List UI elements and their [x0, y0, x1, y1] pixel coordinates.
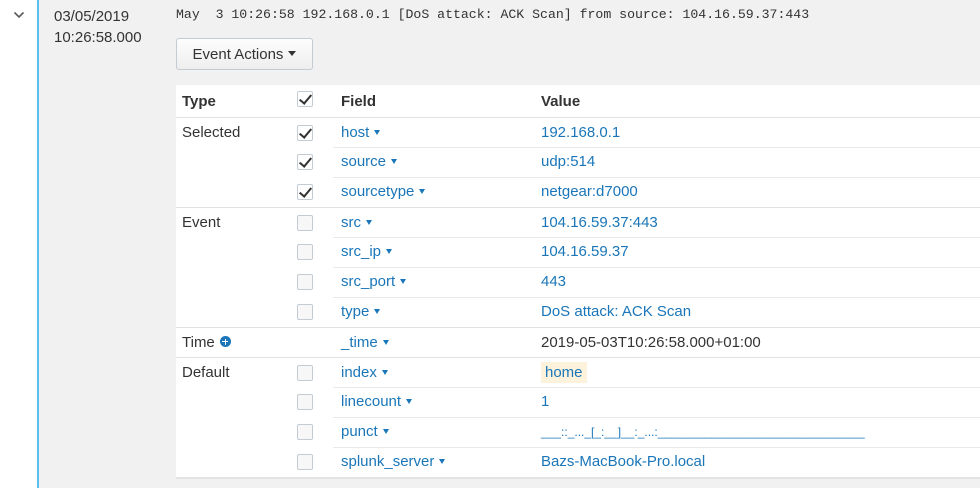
caret-down-icon [374, 309, 381, 314]
field-name-text: index [341, 364, 377, 381]
table-row: splunk_server Bazs-MacBook-Pro.local [176, 447, 980, 477]
caret-down-icon [382, 429, 389, 434]
caret-down-icon [419, 189, 426, 194]
field-checkbox[interactable] [297, 274, 313, 290]
header-type: Type [182, 93, 216, 110]
event-accent-bar [37, 0, 39, 488]
table-row: Time _time 2019-05-03T10:26:58.000+01:00 [176, 327, 980, 357]
field-checkbox[interactable] [297, 125, 313, 141]
field-name-text: linecount [341, 393, 402, 410]
table-row: src_port 443 [176, 267, 980, 297]
caret-down-icon [366, 220, 372, 225]
field-name-text: sourcetype [341, 183, 415, 200]
select-all-checkbox[interactable] [297, 91, 313, 107]
event-actions-label: Event Actions [192, 45, 284, 63]
group-label-selected: Selected [182, 124, 241, 141]
field-name-text: _time [341, 334, 378, 351]
field-name[interactable]: source [341, 147, 398, 177]
chevron-down-icon[interactable] [10, 6, 28, 24]
field-value[interactable]: Bazs-MacBook-Pro.local [541, 453, 706, 470]
caret-down-icon [406, 399, 413, 404]
field-name-text: src [341, 214, 361, 231]
field-value[interactable]: udp:514 [541, 153, 596, 170]
field-name[interactable]: src_port [341, 267, 407, 297]
table-row: linecount 1 [176, 387, 980, 417]
group-label-default: Default [182, 364, 230, 381]
field-name[interactable]: host [341, 118, 381, 148]
field-checkbox[interactable] [297, 394, 313, 410]
field-name-text: host [341, 124, 370, 141]
field-name[interactable]: _time [341, 328, 389, 358]
group-label-time-text: Time [182, 334, 215, 351]
field-name-text: src_ip [341, 243, 382, 260]
caret-down-icon [288, 50, 297, 56]
caret-down-icon [400, 279, 407, 284]
caret-down-icon [382, 340, 389, 345]
field-name[interactable]: index [341, 358, 388, 388]
field-value[interactable]: home [541, 358, 587, 388]
field-value[interactable]: netgear:d7000 [541, 183, 638, 200]
field-checkbox[interactable] [297, 184, 313, 200]
raw-event-text: May 3 10:26:58 192.168.0.1 [DoS attack: … [176, 7, 810, 22]
field-value[interactable]: DoS attack: ACK Scan [541, 303, 692, 320]
field-value[interactable]: 443 [541, 273, 567, 290]
field-checkbox[interactable] [297, 154, 313, 170]
caret-down-icon [391, 159, 398, 164]
expand-column [0, 0, 38, 488]
fields-table: Type Field Value Selected host 192.168.0… [176, 85, 980, 479]
group-label-event: Event [182, 214, 221, 231]
field-value[interactable]: ___::_..._[_:__]__:_...:________________… [541, 425, 865, 439]
header-checkbox[interactable] [297, 91, 313, 107]
field-name[interactable]: sourcetype [341, 177, 426, 207]
header-field: Field [341, 93, 377, 110]
table-row: Selected host 192.168.0.1 [176, 117, 980, 147]
field-value[interactable]: 1 [541, 393, 550, 410]
header-value: Value [541, 93, 581, 110]
group-label-time: Time [182, 328, 231, 358]
caret-down-icon [439, 459, 446, 464]
table-row: type DoS attack: ACK Scan [176, 297, 980, 327]
field-value[interactable]: 104.16.59.37 [541, 243, 629, 260]
table-header: Type Field Value [176, 85, 980, 117]
caret-down-icon [374, 130, 381, 135]
field-value: 2019-05-03T10:26:58.000+01:00 [541, 334, 761, 351]
field-name-text: punct [341, 423, 378, 440]
field-name[interactable]: type [341, 297, 381, 327]
field-value[interactable]: 104.16.59.37:443 [541, 214, 658, 231]
field-checkbox[interactable] [297, 244, 313, 260]
table-row: src_ip 104.16.59.37 [176, 237, 980, 267]
field-name[interactable]: splunk_server [341, 447, 446, 477]
event-date: 03/05/2019 [54, 8, 130, 25]
table-row: punct ___::_..._[_:__]__:_...:__________… [176, 417, 980, 447]
table-row: source udp:514 [176, 147, 980, 177]
event-actions-button[interactable]: Event Actions [176, 38, 313, 70]
field-checkbox[interactable] [297, 365, 313, 381]
table-row: Default index home [176, 357, 980, 387]
event-timestamp: 03/05/2019 10:26:58.000 [54, 6, 142, 48]
field-name-text: splunk_server [341, 453, 435, 470]
field-checkbox[interactable] [297, 424, 313, 440]
field-name[interactable]: punct [341, 417, 389, 447]
field-name[interactable]: linecount [341, 387, 413, 417]
add-circle-icon[interactable] [219, 336, 231, 347]
field-name-text: type [341, 303, 370, 320]
field-checkbox[interactable] [297, 304, 313, 320]
field-value[interactable]: 192.168.0.1 [541, 124, 621, 141]
field-checkbox[interactable] [297, 454, 313, 470]
caret-down-icon [381, 370, 388, 375]
caret-down-icon [386, 249, 393, 254]
table-row: Event src 104.16.59.37:443 [176, 207, 980, 237]
field-name-text: source [341, 153, 387, 170]
table-row: sourcetype netgear:d7000 [176, 177, 980, 207]
event-time: 10:26:58.000 [54, 29, 142, 46]
field-checkbox[interactable] [297, 215, 313, 231]
field-name[interactable]: src [341, 208, 372, 238]
highlighted-value[interactable]: home [541, 362, 587, 383]
field-name[interactable]: src_ip [341, 237, 393, 267]
field-name-text: src_port [341, 273, 396, 290]
